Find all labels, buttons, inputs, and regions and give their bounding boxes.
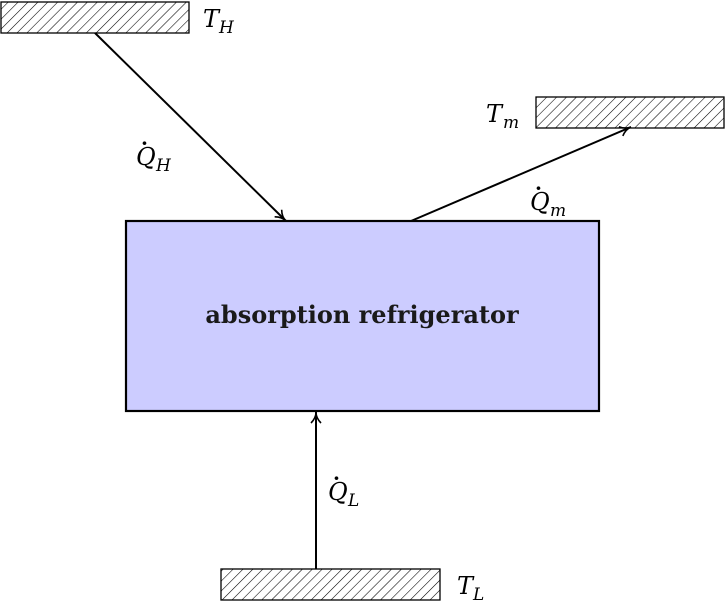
heat-flow-medium-subscript: m [550,201,566,221]
heat-flow-high-symbol: Q [136,143,156,171]
absorption-refrigerator-box [124,219,601,413]
high-temperature-label: T H [203,5,235,38]
heat-flow-high-label: · Q H [136,131,172,176]
medium-temperature-reservoir [535,96,725,129]
low-temperature-label: T L [457,572,484,605]
high-temperature-reservoir [0,1,190,34]
medium-temperature-symbol: T [486,100,504,128]
medium-temperature-subscript: m [503,113,519,133]
heat-flow-low-label: · Q L [328,466,359,511]
svg-text:·: · [535,176,542,200]
heat-flow-medium-arrow [410,125,632,222]
high-temperature-subscript: H [218,18,235,38]
low-temperature-subscript: L [472,585,484,605]
device-label: absorption refrigerator [205,300,519,329]
heat-flow-high-arrow [94,32,287,222]
heat-flow-low-symbol: Q [328,478,348,506]
low-temperature-reservoir [220,568,441,601]
heat-flow-medium-symbol: Q [530,188,550,216]
medium-temperature-label: T m [486,100,519,133]
svg-text:·: · [333,466,340,490]
high-temperature-symbol: T [203,5,221,33]
heat-flow-low-subscript: L [347,491,359,511]
heat-flow-medium-label: · Q m [530,176,566,221]
low-temperature-symbol: T [457,572,475,600]
heat-flow-high-subscript: H [155,156,172,176]
svg-text:·: · [141,131,148,155]
